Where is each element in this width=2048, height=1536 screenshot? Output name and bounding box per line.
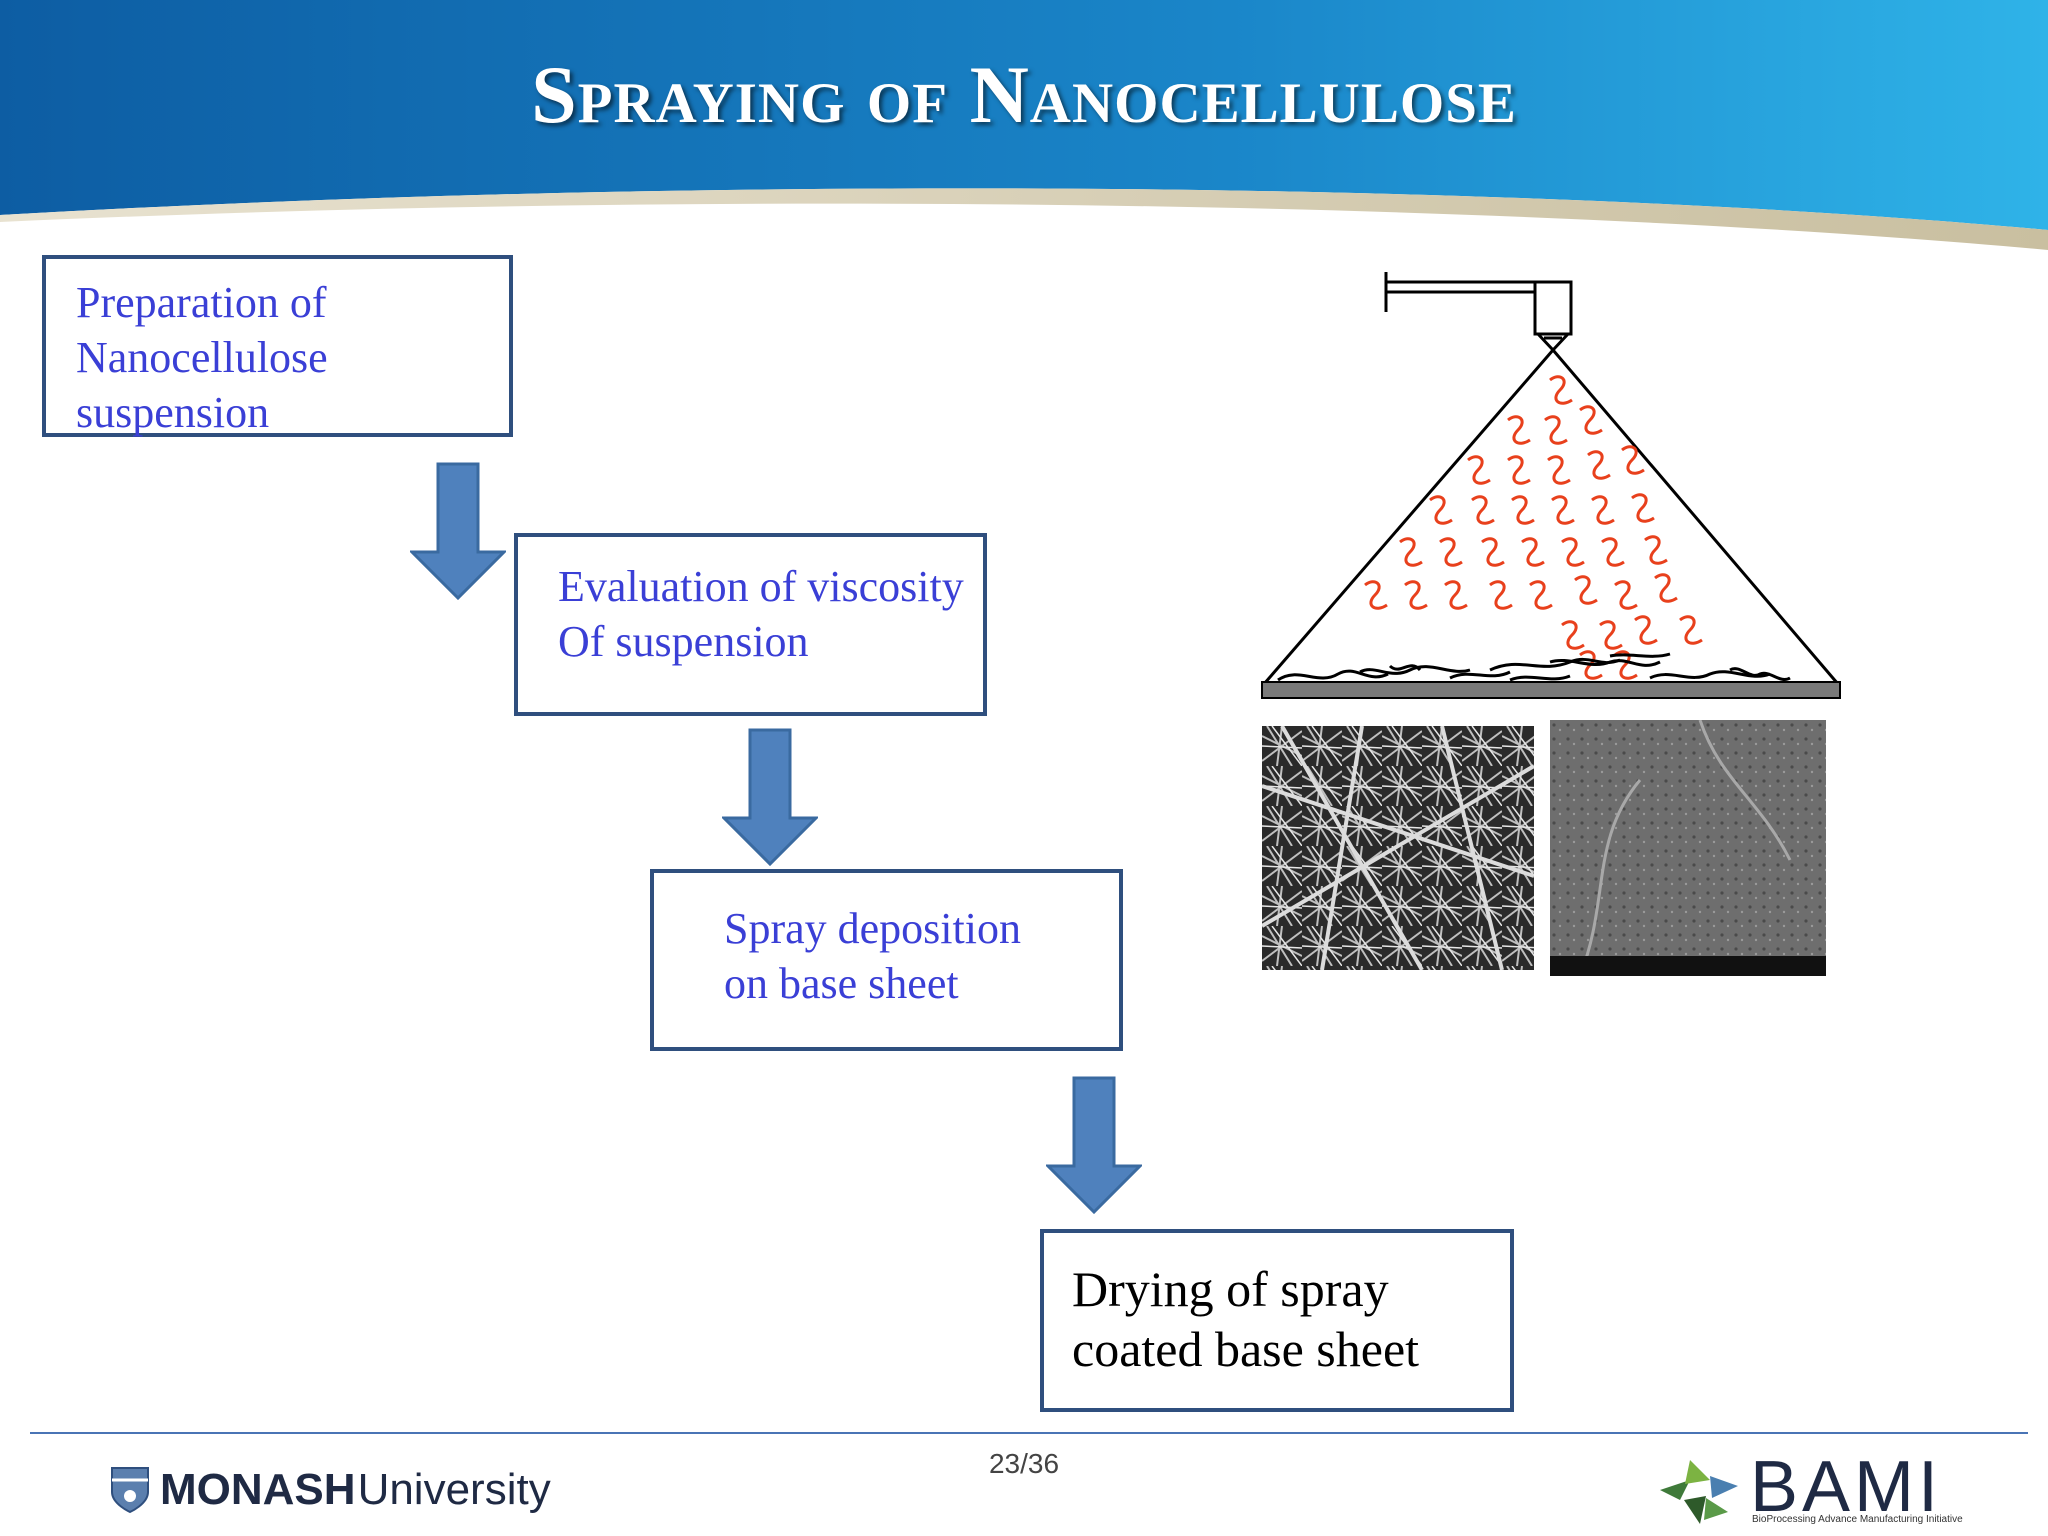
monash-wordmark-light: University [357,1465,551,1514]
slide-header: Spraying of Nanocellulose [0,0,2048,260]
monash-wordmark-bold: MONASH [160,1465,356,1514]
step-box-preparation: Preparation of Nanocellulose suspension [42,255,513,437]
step-label: Spray deposition on base sheet [724,904,1021,1008]
down-arrow-icon [1046,1076,1142,1214]
step-label: Preparation of Nanocellulose suspension [76,278,328,437]
slide-title: Spraying of Nanocellulose [531,49,1517,140]
shield-icon [111,1467,149,1514]
nanocellulose-spray-particles [1364,375,1703,680]
step-label: Drying of spray coated base sheet [1072,1261,1420,1377]
base-sheet [1261,681,1841,699]
sem-image-coated-sheet [1550,720,1826,976]
page-number: 23/36 [988,1448,1060,1479]
down-arrow-icon [722,728,818,866]
spray-cone [1262,349,1840,685]
header-background [0,0,2048,250]
step-label: Evaluation of viscosity Of suspension [558,562,964,666]
down-arrow-icon [410,462,506,600]
sem-image-base-sheet [1262,726,1534,970]
monash-logo: MONASH University [110,1460,551,1520]
bami-logo: BAMI BioProcessing Advance Manufacturing… [1650,1447,1963,1530]
step-box-spray-deposition: Spray deposition on base sheet [650,869,1123,1051]
spray-nozzle-icon [1384,272,1573,352]
spray-nozzle-diagram [1261,272,1841,699]
leaf-logo-icon [1660,1460,1738,1524]
bami-tagline: BioProcessing Advance Manufacturing Init… [1752,1514,1963,1525]
step-box-drying: Drying of spray coated base sheet [1040,1229,1514,1412]
deposited-fibres [1277,652,1791,682]
footer-divider [30,1432,2028,1434]
step-box-viscosity: Evaluation of viscosity Of suspension [514,533,987,716]
bami-wordmark: BAMI [1750,1447,1943,1527]
